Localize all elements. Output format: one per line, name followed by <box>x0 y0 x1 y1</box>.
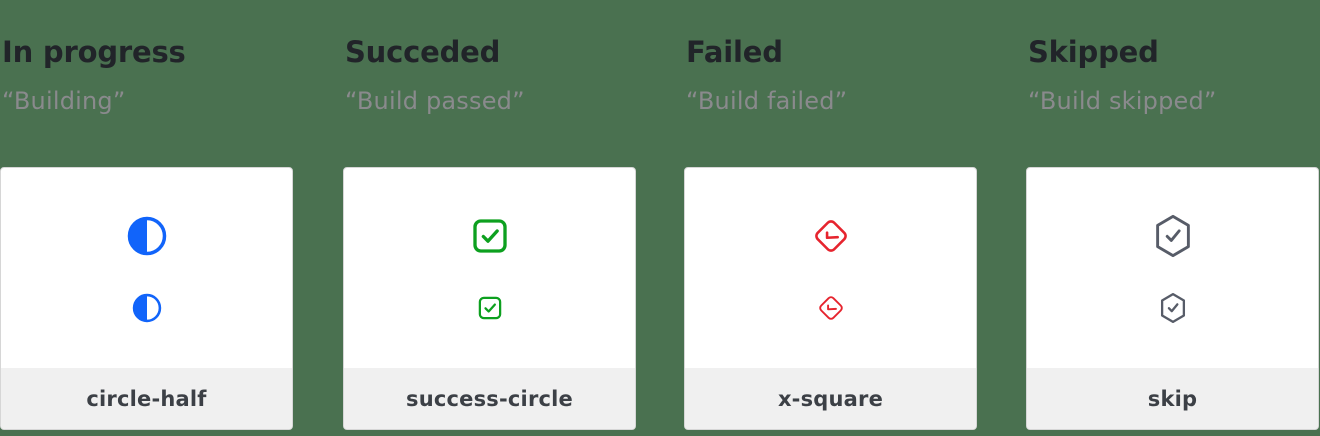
icon-card: circle-half <box>0 167 293 430</box>
icon-name-label: circle-half <box>86 386 207 411</box>
column-succeded: Succeded “Build passed” success-circle <box>343 0 636 436</box>
icon-name-label: skip <box>1147 386 1198 411</box>
check-hexagon-icon <box>1155 214 1190 258</box>
check-square-icon <box>472 219 507 253</box>
check-square-icon <box>478 296 501 320</box>
check-diamond-icon <box>814 220 847 252</box>
check-diamond-icon <box>818 296 843 320</box>
icon-preview-area <box>344 168 635 368</box>
icon-card: success-circle <box>343 167 636 430</box>
circle-half-icon <box>132 293 161 323</box>
column-in-progress: In progress “Building” circle-half <box>0 0 293 436</box>
check-hexagon-icon <box>1160 292 1185 324</box>
column-quote: “Build passed” <box>345 87 525 115</box>
icon-name-label: x-square <box>777 386 884 411</box>
circle-half-icon <box>127 216 166 256</box>
card-footer: circle-half <box>1 368 292 429</box>
icon-card: x-square <box>684 167 977 430</box>
column-quote: “Building” <box>2 87 126 115</box>
card-footer: x-square <box>685 368 976 429</box>
column-quote: “Build skipped” <box>1028 87 1217 115</box>
icon-name-label: success-circle <box>406 386 573 411</box>
column-title: Failed <box>686 35 783 69</box>
icon-card: skip <box>1026 167 1319 430</box>
icon-preview-area <box>1 168 292 368</box>
column-failed: Failed “Build failed” x-square <box>684 0 977 436</box>
card-footer: skip <box>1027 368 1318 429</box>
column-title: Succeded <box>345 35 501 69</box>
column-quote: “Build failed” <box>686 87 848 115</box>
column-title: Skipped <box>1028 35 1159 69</box>
column-skipped: Skipped “Build skipped” skip <box>1026 0 1319 436</box>
icon-preview-area <box>685 168 976 368</box>
card-footer: success-circle <box>344 368 635 429</box>
icon-preview-area <box>1027 168 1318 368</box>
column-title: In progress <box>2 35 186 69</box>
